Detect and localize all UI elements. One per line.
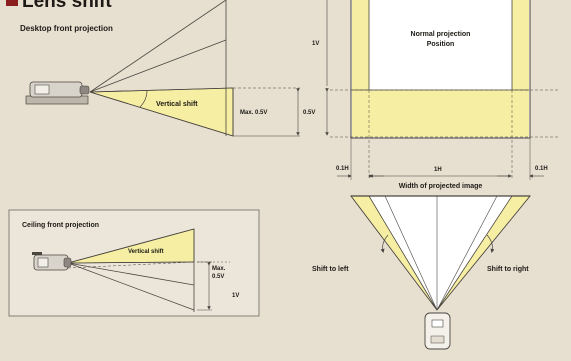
top-view-projector-icon: [424, 312, 451, 350]
position-label: Position: [426, 41, 455, 48]
horizontal-shift-diagram: [350, 195, 531, 350]
ceiling-vertical-shift-label: Vertical shift: [128, 249, 164, 255]
right-margin-label: 0.1H: [535, 166, 548, 172]
desktop-projection-diagram: [25, 0, 234, 137]
ceiling-label: Ceiling front projection: [22, 222, 99, 229]
desktop-projector-icon: [25, 81, 90, 105]
desktop-max-dimension: [233, 0, 329, 137]
normal-projection-label: Normal projection: [410, 31, 471, 38]
ceiling-height-label: 1V: [232, 293, 240, 299]
title-marker-icon: [6, 0, 18, 6]
ceiling-max-line2: 0.5V: [212, 274, 225, 280]
ceiling-projection-diagram: [8, 209, 260, 317]
screen-width-label: 1H: [434, 167, 442, 173]
desktop-label: Desktop front projection: [20, 24, 113, 33]
projected-screen: [330, 0, 560, 180]
shift-right-label: Shift to right: [487, 266, 529, 273]
title-text: Lens shift: [22, 0, 112, 12]
desktop-shift-area: [89, 87, 234, 137]
shift-left-label: Shift to left: [312, 266, 349, 273]
screen-height-label: 1V: [312, 41, 320, 47]
ceiling-projector-icon: [32, 252, 72, 271]
ceiling-max-line1: Max.: [212, 266, 226, 272]
desktop-max-label: Max. 0.5V: [240, 110, 268, 116]
left-margin-label: 0.1H: [336, 166, 349, 172]
page-title: Lens shift: [6, 0, 112, 11]
desktop-shift-amount: 0.5V: [303, 110, 316, 116]
desktop-vertical-shift-label: Vertical shift: [156, 101, 198, 108]
width-caption: Width of projected image: [398, 183, 483, 190]
